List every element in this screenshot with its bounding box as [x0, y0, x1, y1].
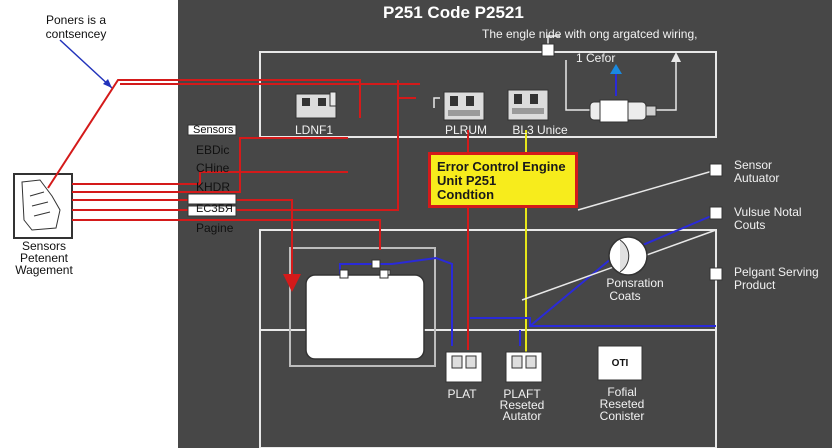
- harness-label-pagine: Pagine: [196, 221, 234, 235]
- connector-bl3: [507, 89, 549, 121]
- actuator-label-3: Autator: [502, 409, 542, 423]
- top-note: The engle nide with ong argatced wiring,: [482, 27, 698, 41]
- upper-frame: [259, 51, 717, 138]
- left-sensor-label-2: Petenent: [19, 251, 69, 265]
- ecu-module: [305, 274, 425, 360]
- counter-badge: OTI: [611, 358, 629, 369]
- callout-line-3: Condtion: [437, 187, 495, 202]
- callout-line-1: Error Control Engine: [437, 159, 566, 174]
- connector-label-plrum: PLRUM: [444, 123, 488, 137]
- valve-coats-label-2: Couts: [734, 218, 766, 232]
- plat-module: [445, 351, 483, 383]
- harness-label-khdr: KHDR: [196, 180, 231, 194]
- left-sensor-label-3: Wagement: [15, 263, 73, 277]
- left-note-line-2: contsencey: [45, 27, 107, 41]
- valve-coats-label-1: Vulsue Notal: [734, 205, 802, 219]
- connector-label-bl3: BL3 Unice: [512, 123, 568, 137]
- harness-label-sensors: Sensors: [193, 124, 234, 136]
- actuator-label-1: PLAFT: [503, 387, 541, 401]
- red-arrow-head: [283, 274, 301, 292]
- left-note-line-1: Poners is a: [45, 13, 107, 27]
- counter-module: [597, 345, 643, 381]
- ecu-housing: [289, 247, 436, 367]
- actuator-label-2: Reseted: [499, 398, 545, 412]
- inline-sensor: [589, 99, 657, 123]
- blue-arrow-head: [610, 64, 622, 74]
- callout-line-2: Unit P251: [437, 173, 497, 188]
- cefor-label: 1 Cefor: [576, 51, 616, 65]
- gauge-label-2: Coats: [609, 289, 641, 303]
- sensor-block: [13, 173, 73, 239]
- actuator-module: [505, 351, 543, 383]
- sensor-actuator-label-1: Sensor: [734, 158, 773, 172]
- connector-plrum: [443, 91, 485, 121]
- plat-label: PLAT: [447, 387, 477, 401]
- diagram-title: P251 Code P2521: [383, 3, 524, 22]
- bottom-frame: [259, 329, 717, 448]
- serving-product-label-1: Pelgant Serving: [734, 265, 819, 279]
- harness-label-ecu: ЕСЗБЯ: [196, 203, 233, 215]
- connector-ldnf1: [295, 91, 337, 119]
- sensor-actuator-label-2: Autuator: [734, 171, 780, 185]
- counter-label-3: Conister: [599, 409, 645, 423]
- diagram-panel: [178, 0, 832, 448]
- harness-label-ebdic: EBDic: [196, 143, 230, 157]
- harness-connectors: [187, 124, 237, 217]
- note-pointer: [59, 39, 113, 89]
- left-sensor-label-1: Sensors: [21, 239, 67, 253]
- harness-label-chine: CHine: [196, 161, 230, 175]
- error-callout: Error Control Engine Unit P251 Condtion: [428, 152, 578, 208]
- connector-label-ldnf1: LDNF1: [294, 123, 334, 137]
- sensor-block-detail: [21, 179, 61, 231]
- red-harness: [47, 79, 469, 350]
- counter-label-1: Fofial: [607, 385, 637, 399]
- gauge-label-1: Ponsration: [606, 276, 664, 290]
- serving-product-label-2: Product: [734, 278, 776, 292]
- counter-label-2: Reseted: [599, 397, 645, 411]
